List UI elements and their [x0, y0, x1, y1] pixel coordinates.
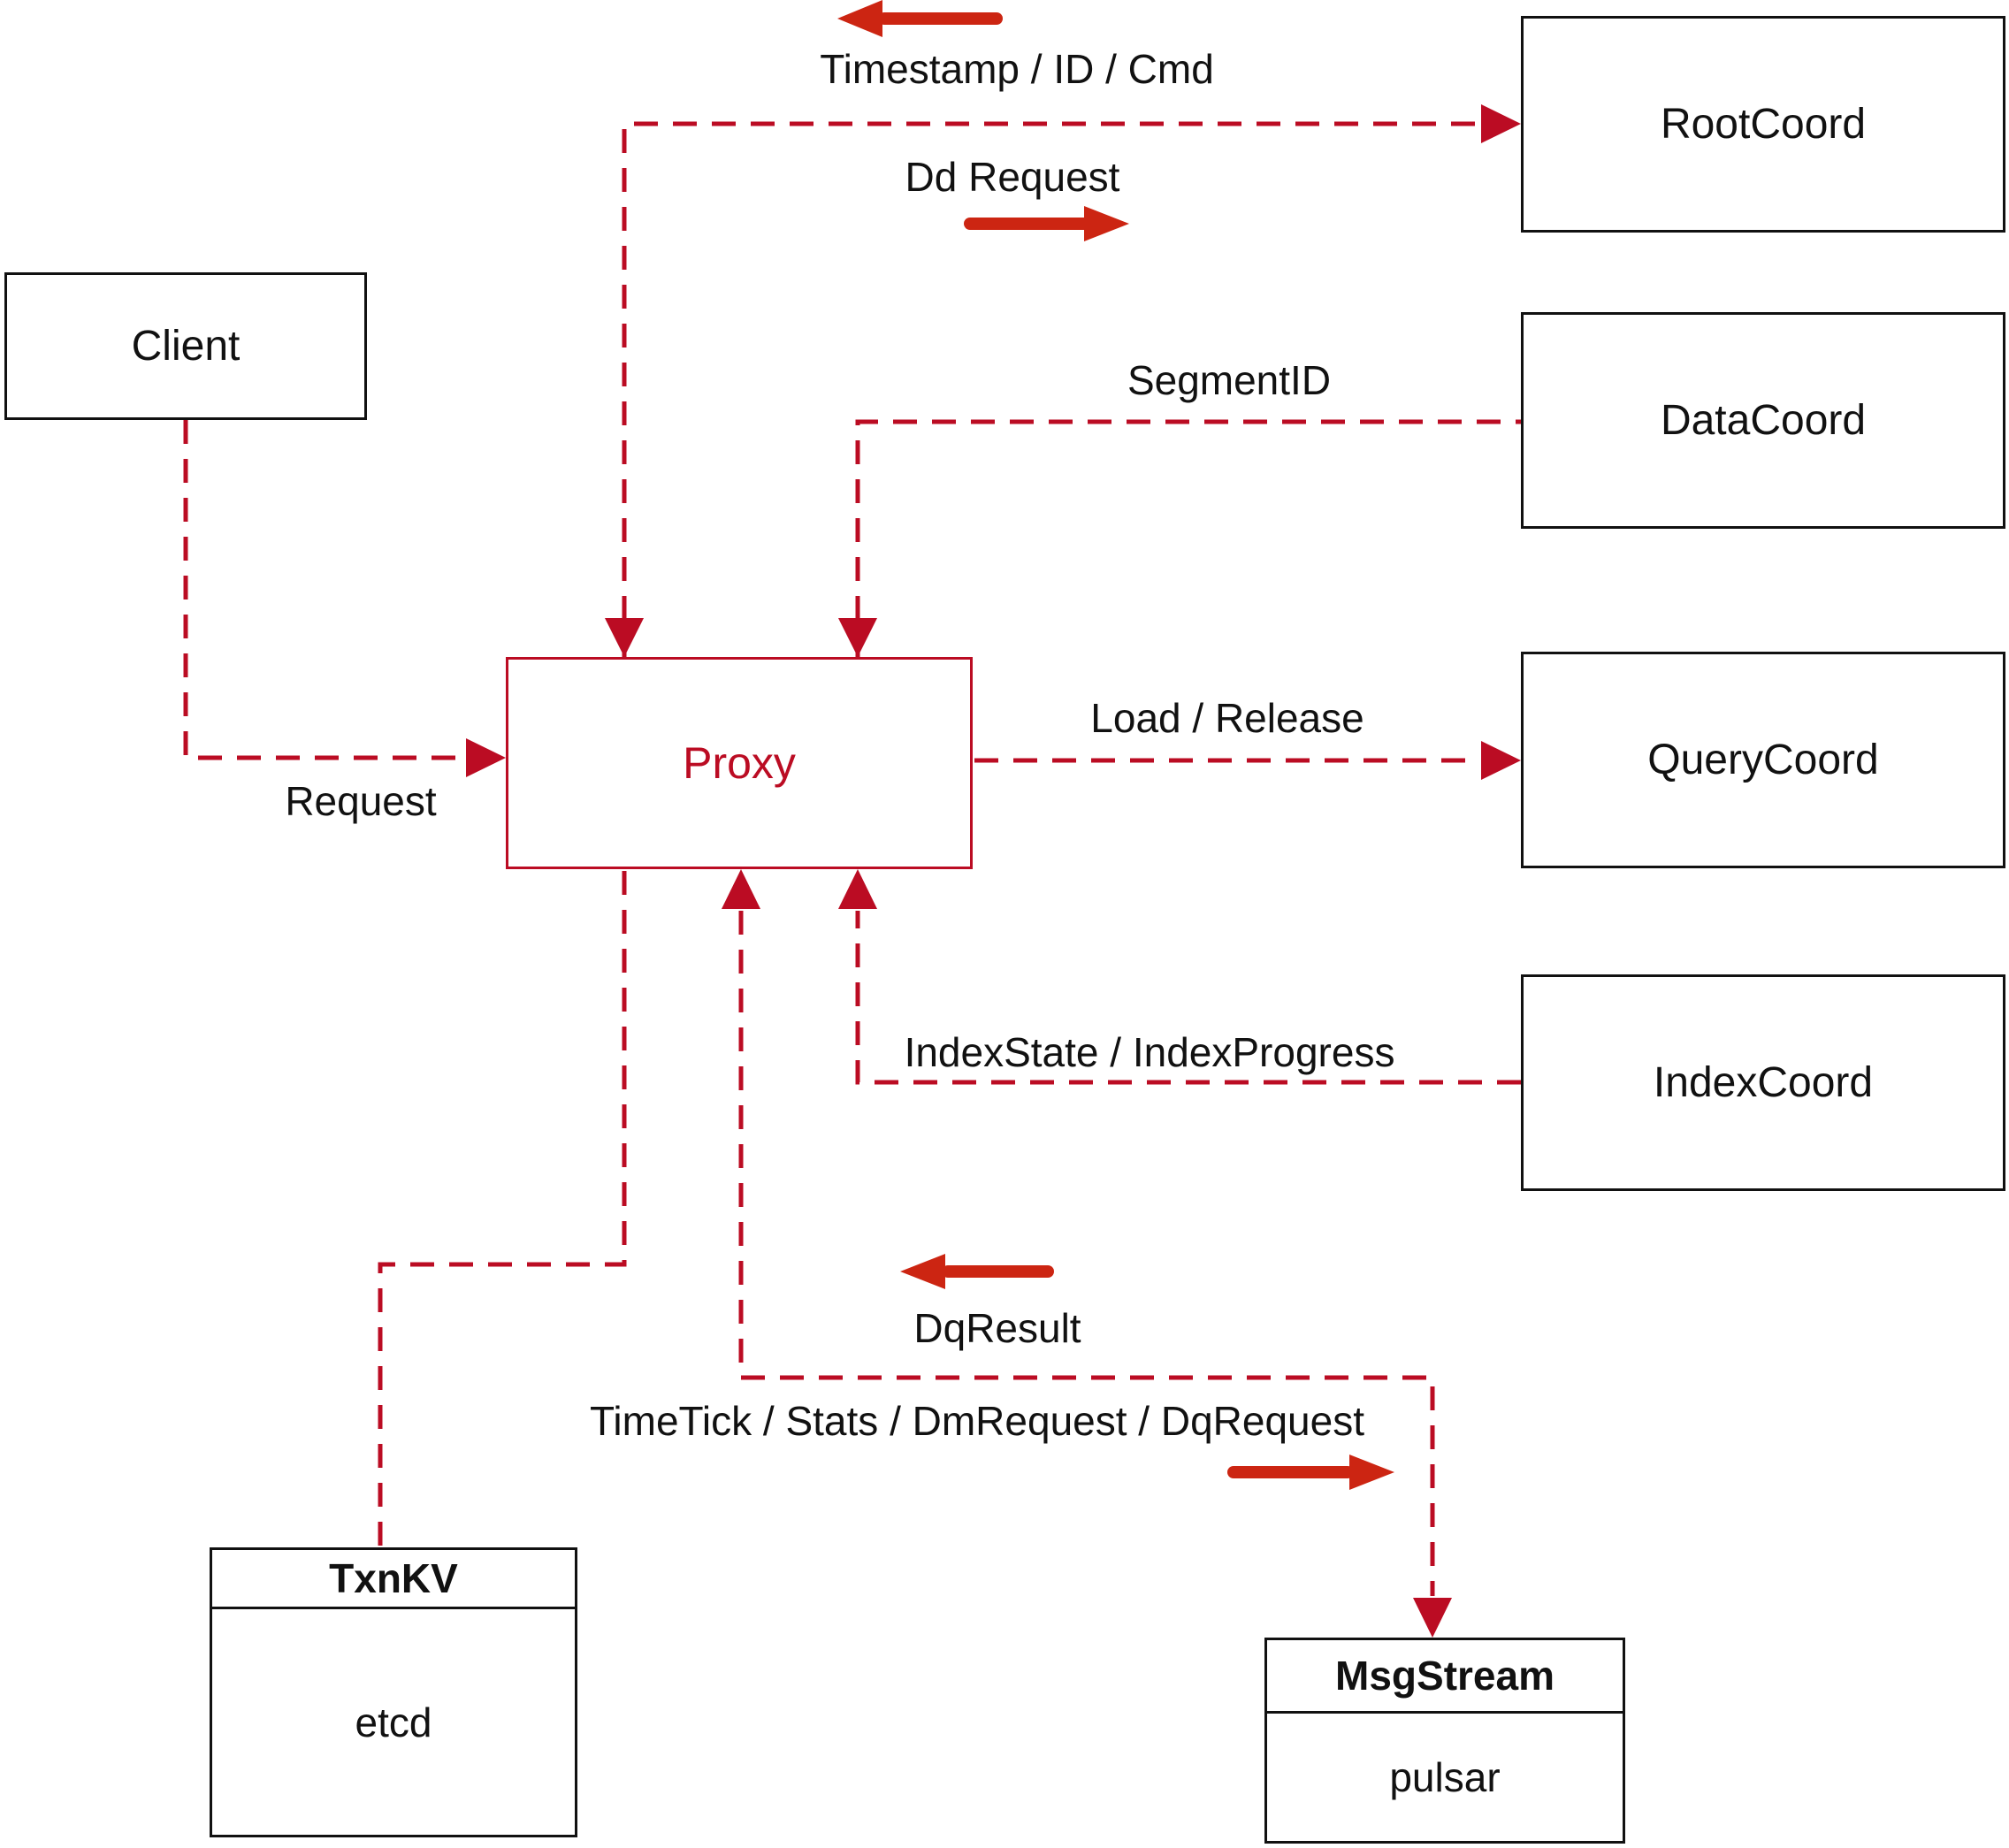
- edge-label-time-tick: TimeTick / Stats / DmRequest / DqRequest: [590, 1398, 1364, 1444]
- edge-datacoord-proxy: [855, 419, 1521, 659]
- edge-label-index-state: IndexState / IndexProgress: [904, 1029, 1395, 1075]
- edge-label-dq-result: DqResult: [913, 1305, 1081, 1351]
- arrowhead-into-rootcoord: [1481, 104, 1521, 143]
- node-indexcoord: IndexCoord: [1521, 974, 2005, 1191]
- edge-label-request: Request: [285, 778, 437, 824]
- node-datacoord: DataCoord: [1521, 312, 2005, 529]
- edge-proxy-txnkv: [378, 871, 627, 1546]
- node-rootcoord: RootCoord: [1521, 16, 2005, 233]
- arrowhead-into-proxy-left: [466, 738, 506, 777]
- node-txnkv: TxnKV etcd: [210, 1547, 577, 1837]
- node-rootcoord-label: RootCoord: [1660, 101, 1867, 148]
- arrowhead-into-proxy-top-left: [605, 618, 644, 657]
- node-querycoord-label: QueryCoord: [1647, 737, 1879, 783]
- edge-label-load-release: Load / Release: [1090, 695, 1364, 741]
- arrowhead-into-proxy-top-right: [838, 618, 877, 657]
- edge-client-proxy: [183, 420, 466, 760]
- time-tick-direction-arrowhead: [1349, 1455, 1394, 1490]
- node-datacoord-label: DataCoord: [1660, 397, 1867, 444]
- node-proxy: Proxy: [506, 657, 973, 869]
- arrowhead-into-msgstream: [1413, 1598, 1452, 1638]
- node-msgstream-subtitle: pulsar: [1389, 1754, 1501, 1800]
- edge-proxy-rootcoord: [622, 121, 1478, 659]
- node-querycoord: QueryCoord: [1521, 652, 2005, 868]
- node-indexcoord-label: IndexCoord: [1653, 1059, 1874, 1106]
- edge-proxy-msgstream: [738, 911, 1435, 1596]
- node-msgstream-title: MsgStream: [1267, 1640, 1623, 1714]
- edge-indexcoord-proxy: [855, 911, 1521, 1085]
- dd-request-direction-arrowhead: [1084, 206, 1129, 241]
- edge-label-dd-request: Dd Request: [905, 154, 1120, 200]
- node-client-label: Client: [131, 323, 241, 370]
- node-client: Client: [4, 272, 367, 420]
- node-txnkv-title: TxnKV: [212, 1550, 575, 1609]
- arrowhead-into-querycoord: [1481, 741, 1521, 780]
- timestamp-direction-arrowhead: [837, 0, 882, 37]
- edge-label-timestamp-id-cmd: Timestamp / ID / Cmd: [820, 46, 1214, 92]
- arrowhead-into-proxy-bottom-right: [838, 869, 877, 909]
- node-msgstream: MsgStream pulsar: [1264, 1638, 1625, 1844]
- edge-label-segment-id: SegmentID: [1127, 357, 1332, 403]
- arrowhead-into-proxy-bottom-left: [722, 869, 760, 909]
- node-txnkv-subtitle: etcd: [355, 1699, 432, 1745]
- node-proxy-label: Proxy: [683, 738, 796, 788]
- dq-result-direction-arrowhead: [900, 1254, 945, 1289]
